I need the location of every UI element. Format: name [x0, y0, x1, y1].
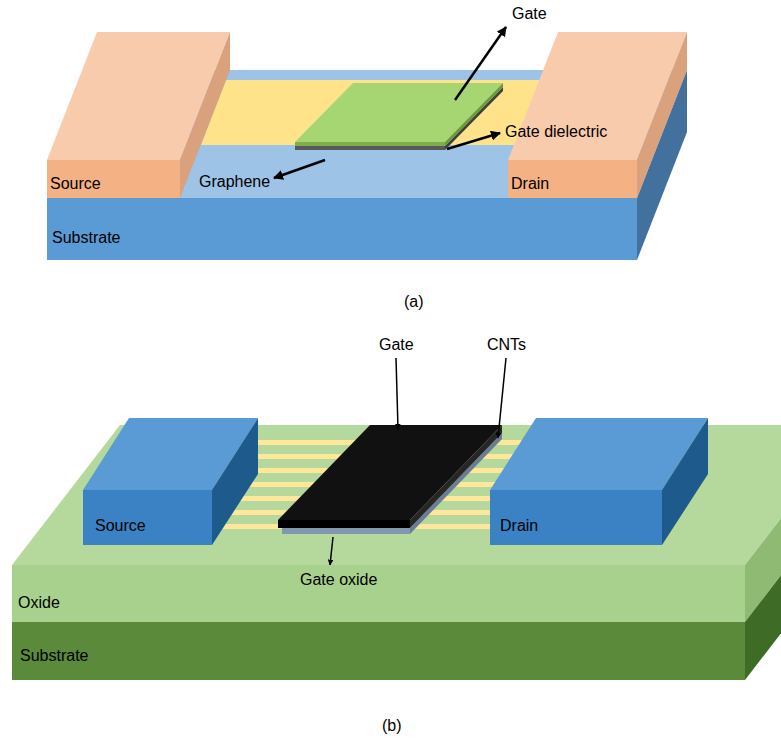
leader-arrow — [330, 537, 333, 565]
leader-arrow — [274, 160, 325, 178]
substrate-side — [745, 482, 781, 680]
source-top — [47, 32, 230, 160]
substrate-layer: Substrate — [47, 198, 637, 260]
leader-arrow — [498, 358, 506, 438]
block-label: Drain — [500, 516, 538, 535]
gate-top — [278, 425, 502, 520]
part-label: Gate — [379, 335, 414, 354]
gate-front — [295, 142, 445, 146]
part-label: Gate oxide — [300, 570, 377, 589]
drain-block: Drain — [490, 490, 662, 545]
block-label: Source — [50, 174, 101, 193]
source-block: Source — [83, 490, 212, 545]
drain-side — [662, 418, 708, 545]
source-side — [212, 418, 258, 545]
source-block: Source — [47, 160, 180, 198]
block-label: Substrate — [52, 228, 120, 247]
panel-label: (a) — [404, 292, 424, 311]
drain-block: Drain — [508, 160, 637, 198]
gate-top — [295, 83, 503, 142]
part-label: CNTs — [487, 335, 526, 354]
drain-top — [508, 32, 687, 160]
gate-side — [410, 425, 502, 528]
panel-label: (b) — [382, 716, 402, 735]
oxide-layer: Oxide — [12, 565, 745, 622]
leader-arrow — [447, 133, 500, 149]
part-label: Gate — [512, 4, 547, 23]
gate-dielectric — [295, 146, 445, 150]
gate-oxide — [282, 528, 410, 534]
drain-side — [637, 32, 687, 198]
part-label: Gate dielectric — [505, 122, 607, 141]
block-label: Substrate — [20, 646, 88, 665]
leader-arrow — [455, 27, 506, 100]
gate-side — [445, 83, 503, 146]
part-label: Graphene — [199, 172, 270, 191]
substrate-layer: Substrate — [12, 622, 745, 680]
block-label: Drain — [511, 174, 549, 193]
block-label: Source — [95, 516, 146, 535]
block-label: Oxide — [18, 593, 60, 612]
gate-front — [278, 520, 410, 528]
leader-arrow — [396, 358, 398, 429]
